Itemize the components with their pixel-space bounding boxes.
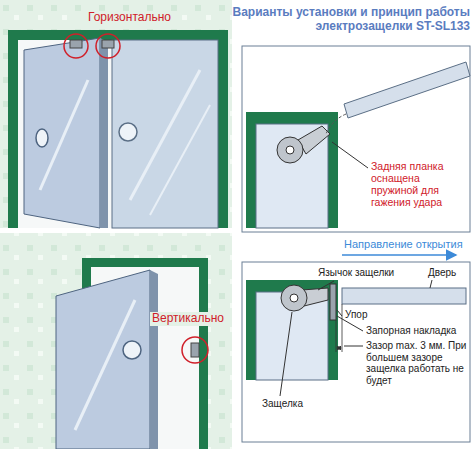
latch-diagram-closed-part: [318, 281, 334, 290]
double-door: [8, 30, 228, 228]
latch-diagram-open-part: [332, 142, 368, 168]
latch-diagram-closed-part: [430, 280, 432, 288]
double-door-part: [119, 123, 137, 141]
latch-diagram-closed-part: [336, 320, 337, 352]
double-door-part: [96, 34, 120, 58]
latch-diagram-closed-part: [337, 348, 341, 349]
latch-diagram-closed-part: [342, 304, 343, 352]
single-door-part: [56, 270, 150, 449]
diagram-title: Варианты установки и принцип работы элек…: [226, 6, 470, 34]
direction-label: Направление открытия: [344, 238, 463, 251]
note-text: Зазор max. 3 мм. При большем зазоре заще…: [366, 340, 468, 386]
single-door-part: [123, 341, 141, 359]
latch-diagram-closed-part: [342, 254, 456, 256]
double-door-part: [64, 34, 88, 58]
part-label: Запорная накладка: [366, 325, 456, 337]
part-label: Упор: [345, 309, 367, 321]
latch-diagram-closed-part: [246, 280, 338, 380]
part-label: Дверь: [428, 267, 456, 279]
latch-diagram-open-part: [242, 46, 470, 232]
latch-diagram-closed-part: [337, 310, 342, 316]
single-door-part: [182, 337, 208, 363]
double-door-part: [8, 30, 228, 228]
latch-diagram-open: [242, 46, 470, 232]
double-door-part: [112, 40, 218, 228]
latch-diagram-closed-part: [281, 285, 307, 311]
latch-diagram-open-part: [344, 62, 470, 118]
double-door-part: [102, 40, 114, 48]
latch-diagram-open-part: [277, 137, 303, 163]
double-door-part: [130, 70, 200, 200]
mounting-label: Вертикально: [150, 312, 226, 326]
wall-background: [0, 0, 232, 449]
wall-background-part: [0, 228, 232, 233]
mounting-label: Горизонтально: [86, 11, 173, 25]
single-door: [56, 258, 208, 449]
latch-diagram-open-part: [286, 146, 294, 154]
latch-diagram-closed-part: [330, 284, 336, 320]
single-door-part: [191, 343, 199, 357]
part-label: Язычок защелки: [318, 267, 394, 279]
latch-diagram-closed-part: [280, 312, 292, 396]
note-text: Задняя планка оснащена пружиной для гаже…: [371, 160, 467, 208]
double-door-part: [24, 38, 100, 228]
double-door-part: [36, 129, 48, 147]
latch-diagram-closed: [242, 255, 470, 442]
double-door-part: [100, 38, 108, 228]
single-door-part: [150, 270, 158, 449]
single-door-part: [75, 300, 135, 430]
double-door-part: [150, 105, 210, 215]
part-label: Защелка: [262, 398, 303, 410]
latch-diagram-closed-part: [290, 294, 298, 302]
latch-diagram-open-part: [246, 112, 338, 228]
latch-diagram-open-part: [326, 114, 346, 134]
latch-diagram-closed-part: [242, 262, 470, 442]
wall-background-part: [0, 0, 232, 449]
latch-diagram-closed-part: [342, 288, 466, 304]
latch-diagram-closed-part: [344, 346, 363, 347]
double-door-part: [70, 40, 82, 48]
